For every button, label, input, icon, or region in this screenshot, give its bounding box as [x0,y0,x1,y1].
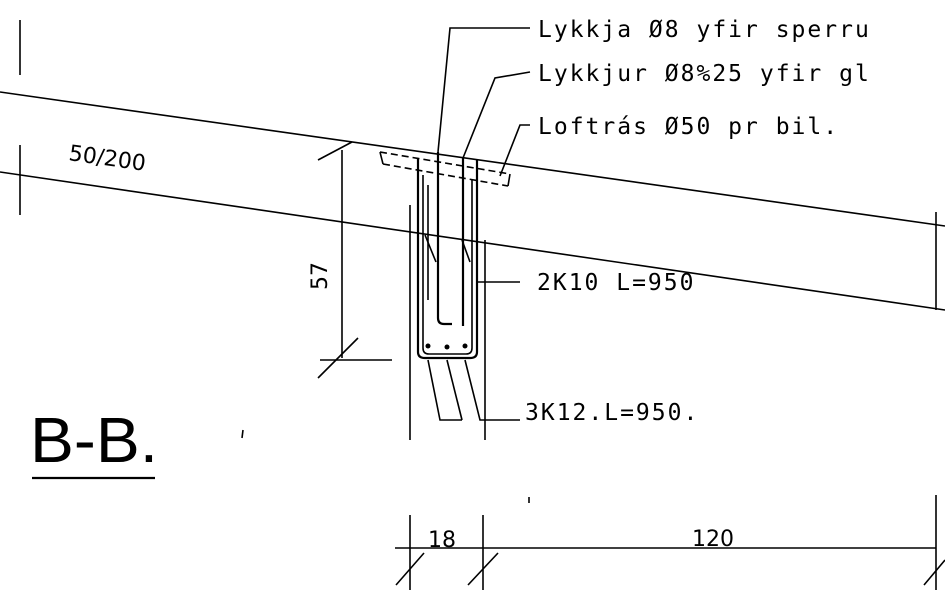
dim-width: 18 [428,528,456,553]
leader-lykkja-sperru [437,27,530,153]
label-lykkja-sperru: Lykkja Ø8 yfir sperru [538,17,871,43]
label-lykkjur-gl: Lykkjur Ø8%25 yfir gl [538,61,871,87]
beam-section [379,151,520,440]
section-title: B-B. [30,404,158,476]
leader-lykkjur-gl [462,71,531,159]
label-loftras: Loftrás Ø50 pr bil. [538,114,839,140]
dim-rafter: 50/200 [67,141,147,177]
label-3k12: 3K12.L=950. [525,400,699,426]
dim-height: 57 [308,262,333,290]
vent-pipe [379,151,511,187]
dim-spacing: 120 [692,527,734,552]
height-dimension [317,141,392,379]
label-2k10: 2K10 L=950 [537,270,695,296]
leader-loftras [499,124,530,177]
slab-top-line [0,91,945,227]
bottom-dimensions [395,515,945,590]
